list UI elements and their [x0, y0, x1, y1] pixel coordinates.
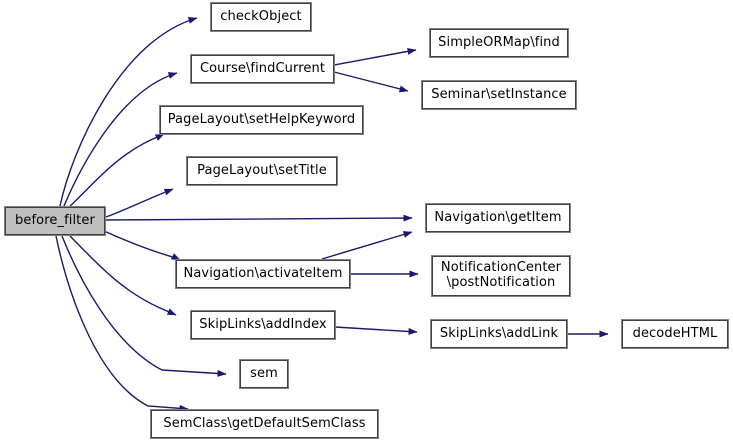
graph-node-label: Navigation\activateItem: [183, 265, 343, 281]
graph-node-simpleORMapFind[interactable]: SimpleORMap\find: [429, 28, 569, 58]
graph-node-label: decodeHTML: [632, 325, 718, 341]
graph-node-getItem[interactable]: Navigation\getItem: [425, 203, 571, 233]
graph-node-label: SimpleORMap\find: [438, 34, 560, 50]
graph-edge-addIndex-to-addLink: [334, 326, 418, 335]
graph-edge-before_filter-to-getDefaultSemClass: [55, 235, 189, 412]
graph-node-label: before_filter: [15, 212, 95, 228]
graph-node-setTitle[interactable]: PageLayout\setTitle: [186, 156, 338, 186]
graph-edge-before_filter-to-setTitle: [105, 188, 174, 218]
graph-node-label: Navigation\getItem: [434, 209, 562, 225]
graph-edge-before_filter-to-sem: [61, 235, 227, 377]
graph-node-before_filter[interactable]: before_filter: [4, 206, 106, 236]
graph-node-checkObject[interactable]: checkObject: [210, 2, 312, 32]
graph-node-addIndex[interactable]: SkipLinks\addIndex: [190, 310, 336, 340]
graph-edge-before_filter-to-setHelpKeyword: [69, 133, 165, 207]
graph-node-label: SkipLinks\addLink: [439, 325, 559, 341]
graph-node-findCurrent[interactable]: Course\findCurrent: [190, 54, 335, 84]
graph-node-label: PageLayout\setHelpKeyword: [167, 111, 356, 127]
graph-node-label: NotificationCenter \postNotification: [440, 260, 562, 290]
graph-node-label: Seminar\setInstance: [431, 86, 567, 102]
graph-node-label: Course\findCurrent: [199, 60, 326, 76]
graph-node-label: SemClass\getDefaultSemClass: [163, 415, 366, 431]
graph-node-label: PageLayout\setTitle: [197, 162, 327, 178]
graph-node-label: SkipLinks\addIndex: [199, 316, 327, 332]
graph-node-label: checkObject: [220, 8, 302, 24]
graph-node-setHelpKeyword[interactable]: PageLayout\setHelpKeyword: [159, 105, 364, 135]
graph-node-addLink[interactable]: SkipLinks\addLink: [430, 319, 568, 349]
graph-edge-before_filter-to-activateItem: [103, 230, 181, 261]
graph-edge-before_filter-to-addIndex: [69, 235, 177, 316]
graph-edge-before_filter-to-findCurrent: [63, 72, 178, 207]
graph-node-getDefaultSemClass[interactable]: SemClass\getDefaultSemClass: [150, 409, 379, 439]
graph-edge-activateItem-to-getItem: [321, 231, 413, 260]
graph-node-sem[interactable]: sem: [239, 359, 289, 389]
graph-edge-before_filter-to-getItem: [105, 214, 413, 222]
graph-node-decodeHTML[interactable]: decodeHTML: [621, 319, 729, 349]
graph-node-postNotification[interactable]: NotificationCenter \postNotification: [431, 255, 571, 297]
graph-node-setInstance[interactable]: Seminar\setInstance: [421, 80, 577, 110]
graph-node-activateItem[interactable]: Navigation\activateItem: [175, 259, 351, 289]
graph-node-label: sem: [250, 365, 278, 381]
graph-edge-findCurrent-to-simpleORMapFind: [333, 47, 417, 66]
graph-edge-findCurrent-to-setInstance: [333, 71, 409, 93]
